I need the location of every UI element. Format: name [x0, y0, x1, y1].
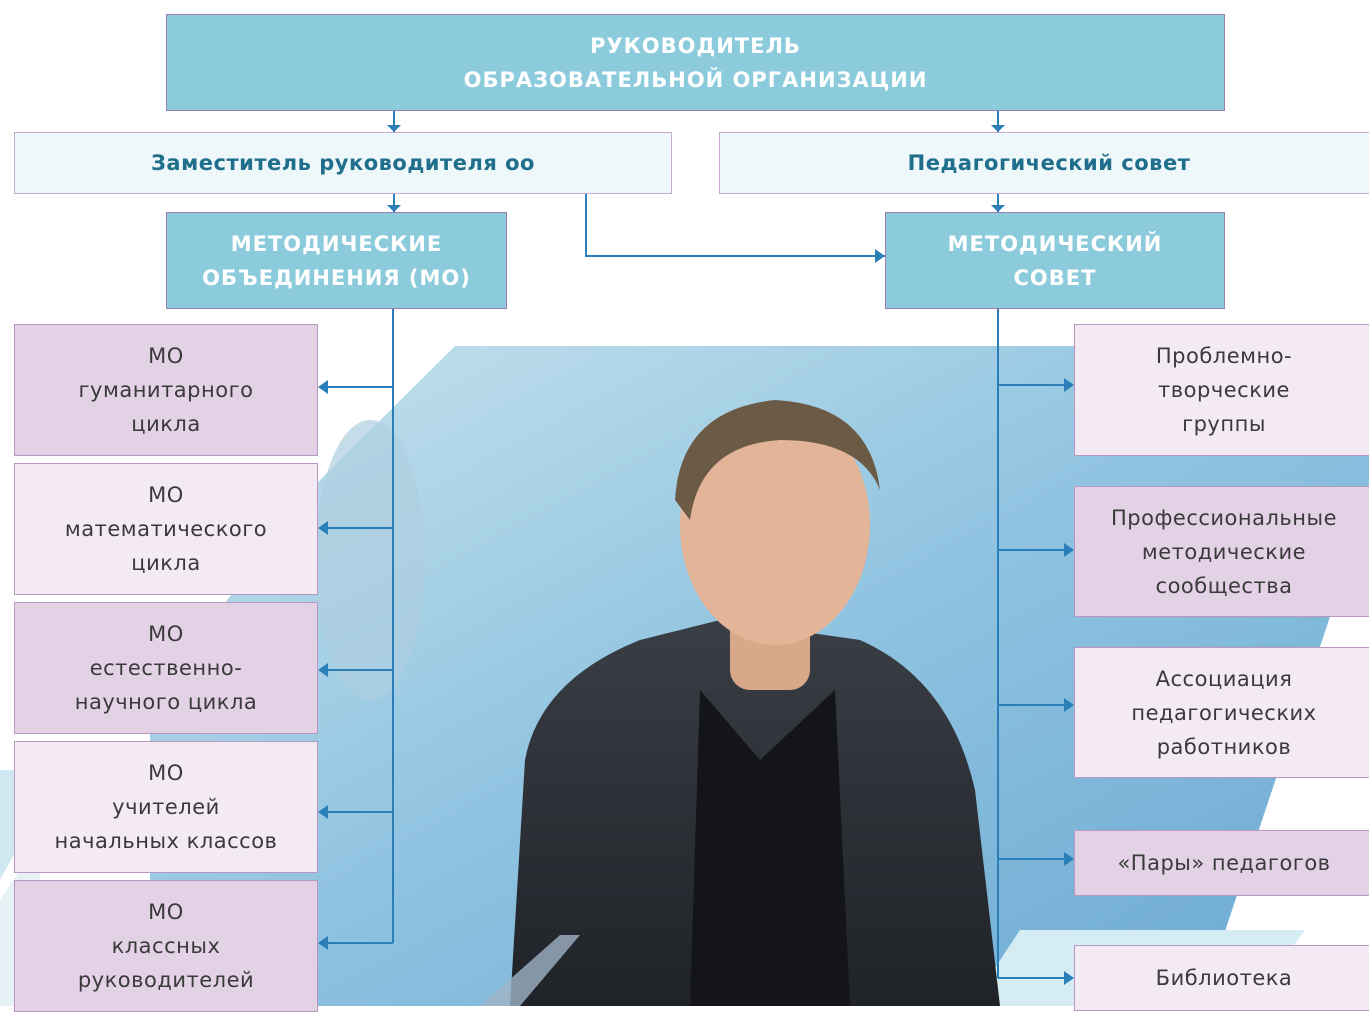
person-face: [680, 405, 870, 645]
right-item-label: «Пары» педагогов: [1117, 851, 1331, 875]
arrowhead-right-item: [1064, 852, 1074, 866]
arrowhead-right-item: [1064, 378, 1074, 392]
council-box: Педагогический совет: [719, 132, 1369, 194]
arrowhead-left-item: [318, 936, 328, 950]
left-item-humanities: МО гуманитарного цикла: [14, 324, 318, 456]
left-item-label: МО классных руководителей: [77, 900, 255, 992]
connector-deputy-method-council: [585, 194, 885, 257]
top-box: РУКОВОДИТЕЛЬ ОБРАЗОВАТЕЛЬНОЙ ОРГАНИЗАЦИИ: [166, 14, 1225, 111]
right-item-label: Ассоциация педагогических работников: [1131, 666, 1317, 759]
right-item-association: Ассоциация педагогических работников: [1074, 647, 1369, 778]
arrowhead-right-item: [1064, 543, 1074, 557]
background-figure: [315, 420, 425, 700]
right-item-pairs: «Пары» педагогов: [1074, 830, 1369, 896]
deputy-box: Заместитель руководителя оо: [14, 132, 672, 194]
arrowhead-deputy-method-council: [875, 249, 885, 263]
mo-box: МЕТОДИЧЕСКИЕ ОБЪЕДИНЕНИЯ (МО): [166, 212, 507, 309]
arrowhead-left-item: [318, 521, 328, 535]
method-council-box-label: МЕТОДИЧЕСКИЙ СОВЕТ: [947, 231, 1163, 290]
right-item-communities: Профессиональные методические сообщества: [1074, 486, 1369, 617]
right-item-label: Проблемно- творческие группы: [1155, 344, 1293, 436]
arrowhead-method-council: [991, 205, 1005, 212]
council-box-label: Педагогический совет: [907, 151, 1191, 175]
right-item-label: Библиотека: [1155, 966, 1293, 990]
arrowhead-mo: [387, 205, 401, 212]
right-item-library: Библиотека: [1074, 945, 1369, 1011]
right-item-creative-groups: Проблемно- творческие группы: [1074, 324, 1369, 456]
left-item-primary: МО учителей начальных классов: [14, 741, 318, 873]
left-item-science: МО естественно- научного цикла: [14, 602, 318, 734]
arrowhead-deputy: [387, 125, 401, 132]
mo-box-label: МЕТОДИЧЕСКИЕ ОБЪЕДИНЕНИЯ (МО): [202, 231, 471, 290]
arrowhead-left-item: [318, 380, 328, 394]
arrowhead-left-item: [318, 805, 328, 819]
left-item-class-teachers: МО классных руководителей: [14, 880, 318, 1012]
top-box-label: РУКОВОДИТЕЛЬ ОБРАЗОВАТЕЛЬНОЙ ОРГАНИЗАЦИИ: [463, 33, 928, 92]
deputy-box-label: Заместитель руководителя оо: [151, 151, 535, 175]
left-item-math: МО математического цикла: [14, 463, 318, 595]
arrowhead-right-item: [1064, 698, 1074, 712]
person-hair: [675, 400, 880, 520]
right-item-label: Профессиональные методические сообщества: [1110, 505, 1338, 598]
method-council-box: МЕТОДИЧЕСКИЙ СОВЕТ: [885, 212, 1225, 309]
left-item-label: МО естественно- научного цикла: [74, 622, 258, 714]
person-shirt: [690, 690, 850, 1006]
arrowhead-left-item: [318, 663, 328, 677]
arrowhead-right-item: [1064, 971, 1074, 985]
left-item-label: МО гуманитарного цикла: [78, 344, 254, 436]
light-stripe: [480, 935, 580, 1006]
left-item-label: МО учителей начальных классов: [54, 761, 278, 853]
left-item-label: МО математического цикла: [64, 483, 268, 575]
arrowhead-council: [991, 125, 1005, 132]
